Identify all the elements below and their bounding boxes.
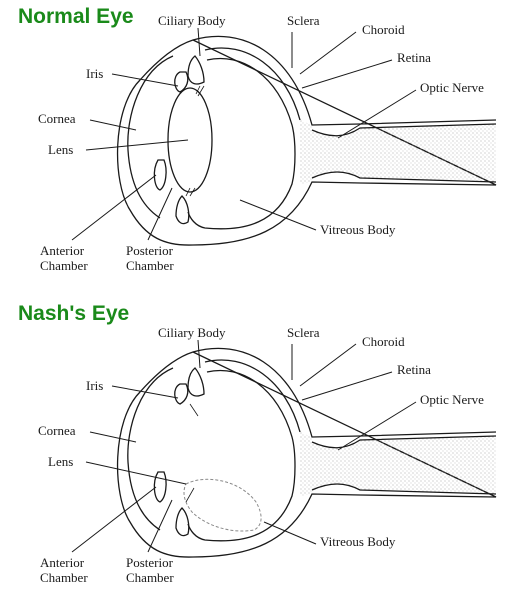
optic-nerve-wall-bottom [311,171,497,183]
iris-top [174,383,189,405]
ciliary-body-top [187,367,205,397]
label-posterior: Posterior [126,555,174,570]
normal-eye-diagram: Ciliary Body Sclera Choroid Retina Optic… [38,13,497,273]
optic-nerve-wall-top [311,123,497,137]
normal-eye-title: Normal Eye [18,5,134,28]
label-ciliary-body: Ciliary Body [158,325,226,340]
label-optic-nerve: Optic Nerve [420,392,484,407]
choroid-line [204,359,301,433]
labels: Ciliary Body Sclera Choroid Retina Optic… [38,13,484,273]
retina-stipple [300,432,312,496]
label-sclera: Sclera [287,13,320,28]
lens-shape [167,87,213,193]
label-anterior: Anterior [40,555,85,570]
label-vitreous-body: Vitreous Body [320,222,396,237]
optic-nerve-wall-top [311,435,497,449]
label-choroid: Choroid [362,334,405,349]
label-anterior-chamber: Chamber [40,570,88,585]
label-retina: Retina [397,50,431,65]
eye-drawing [116,347,497,558]
retina-line [187,57,296,230]
labels: Ciliary Body Sclera Choroid Retina Optic… [38,325,484,585]
eye-drawing [116,35,497,246]
label-ciliary-body: Ciliary Body [158,13,226,28]
optic-nerve-wall-bottom [311,483,497,495]
label-anterior: Anterior [40,243,85,258]
label-iris: Iris [86,378,103,393]
ciliary-body-bottom [175,195,190,225]
cornea-curve [127,367,174,531]
choroid-line [204,47,301,121]
retina-stipple [300,120,312,184]
ciliary-body-top [187,55,205,85]
label-iris: Iris [86,66,103,81]
label-posterior: Posterior [126,243,174,258]
label-anterior-chamber: Chamber [40,258,88,273]
label-lens: Lens [48,142,73,157]
label-cornea: Cornea [38,423,76,438]
nashs-eye-title: Nash's Eye [18,302,130,325]
dislocated-lens [183,478,262,532]
label-choroid: Choroid [362,22,405,37]
leader-lines [71,339,417,553]
nashs-eye-diagram: Ciliary Body Sclera Choroid Retina Optic… [38,325,497,585]
label-cornea: Cornea [38,111,76,126]
label-sclera: Sclera [287,325,320,340]
sclera-outline [116,347,497,558]
retina-line [187,369,296,542]
sclera-outline [116,35,497,246]
label-lens: Lens [48,454,73,469]
iris-bottom [153,471,167,503]
zonules [185,85,205,197]
optic-nerve-shape [312,124,496,182]
label-optic-nerve: Optic Nerve [420,80,484,95]
broken-zonules [185,403,199,503]
label-vitreous-body: Vitreous Body [320,534,396,549]
label-posterior-chamber: Chamber [126,258,174,273]
label-retina: Retina [397,362,431,377]
label-posterior-chamber: Chamber [126,570,174,585]
leader-lines [71,27,417,241]
cornea-curve [127,55,174,219]
optic-nerve-shape [312,436,496,494]
ciliary-body-bottom [175,507,190,537]
iris-bottom [153,159,167,191]
